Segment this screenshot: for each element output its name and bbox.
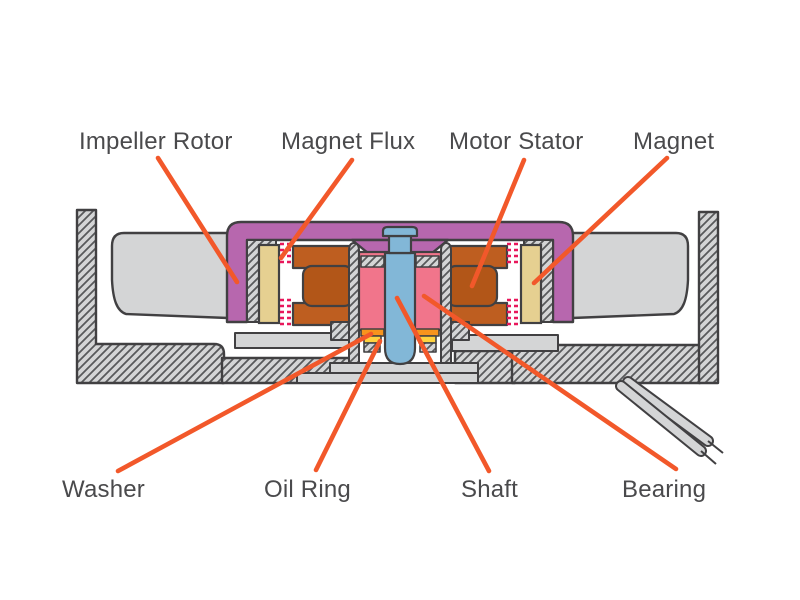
impeller-blade-right [570,231,690,320]
retainer-hatch-right [415,255,440,268]
wire-tip-2 [700,450,717,465]
base-plates [234,332,559,384]
stator-coil-left [301,264,355,308]
magnet-left [257,243,281,325]
impeller-blades [110,231,690,320]
washer-right [415,328,440,337]
bottom-plate-lower [296,372,479,384]
flux-left-bottom [280,298,293,326]
label-washer: Washer [62,476,145,503]
magnet-flux-lines [280,242,520,326]
leader-magnet-flux [278,157,355,261]
label-magnet: Magnet [633,128,715,155]
lead-wires [615,376,724,465]
shaft-cap [381,225,419,238]
label-bearing: Bearing [622,476,707,503]
impeller-blade-left [110,231,230,320]
magnets [257,243,543,325]
leader-magnet [531,155,670,286]
tube-foot-left [330,321,350,341]
leader-motor-stator [469,157,527,289]
wire-tip-1 [707,440,724,454]
leader-lines [115,155,679,474]
label-shaft: Shaft [461,476,519,503]
label-impeller-rotor: Impeller Rotor [79,128,233,155]
retainer-hatch-left [360,255,385,268]
flux-right-bottom [507,298,520,326]
leader-bearing [421,293,679,472]
leader-impeller-rotor [155,155,240,285]
housing-right-wall [697,210,720,385]
bearing-tube-wall-left [348,242,360,364]
shaft [381,225,419,366]
bearing-tube-wall-right [440,242,452,364]
stator-arm-top-left [291,244,352,270]
leader-oil-ring [313,338,383,473]
label-magnet-flux: Magnet Flux [281,128,416,155]
leader-shaft [394,295,492,474]
label-oil-ring: Oil Ring [264,476,351,503]
rotor-cup-shell [225,220,575,324]
label-motor-stator: Motor Stator [449,128,584,155]
flux-right-top [507,242,520,264]
magnet-right [519,243,543,325]
leader-washer [115,331,374,474]
shaft-neck [387,234,413,255]
